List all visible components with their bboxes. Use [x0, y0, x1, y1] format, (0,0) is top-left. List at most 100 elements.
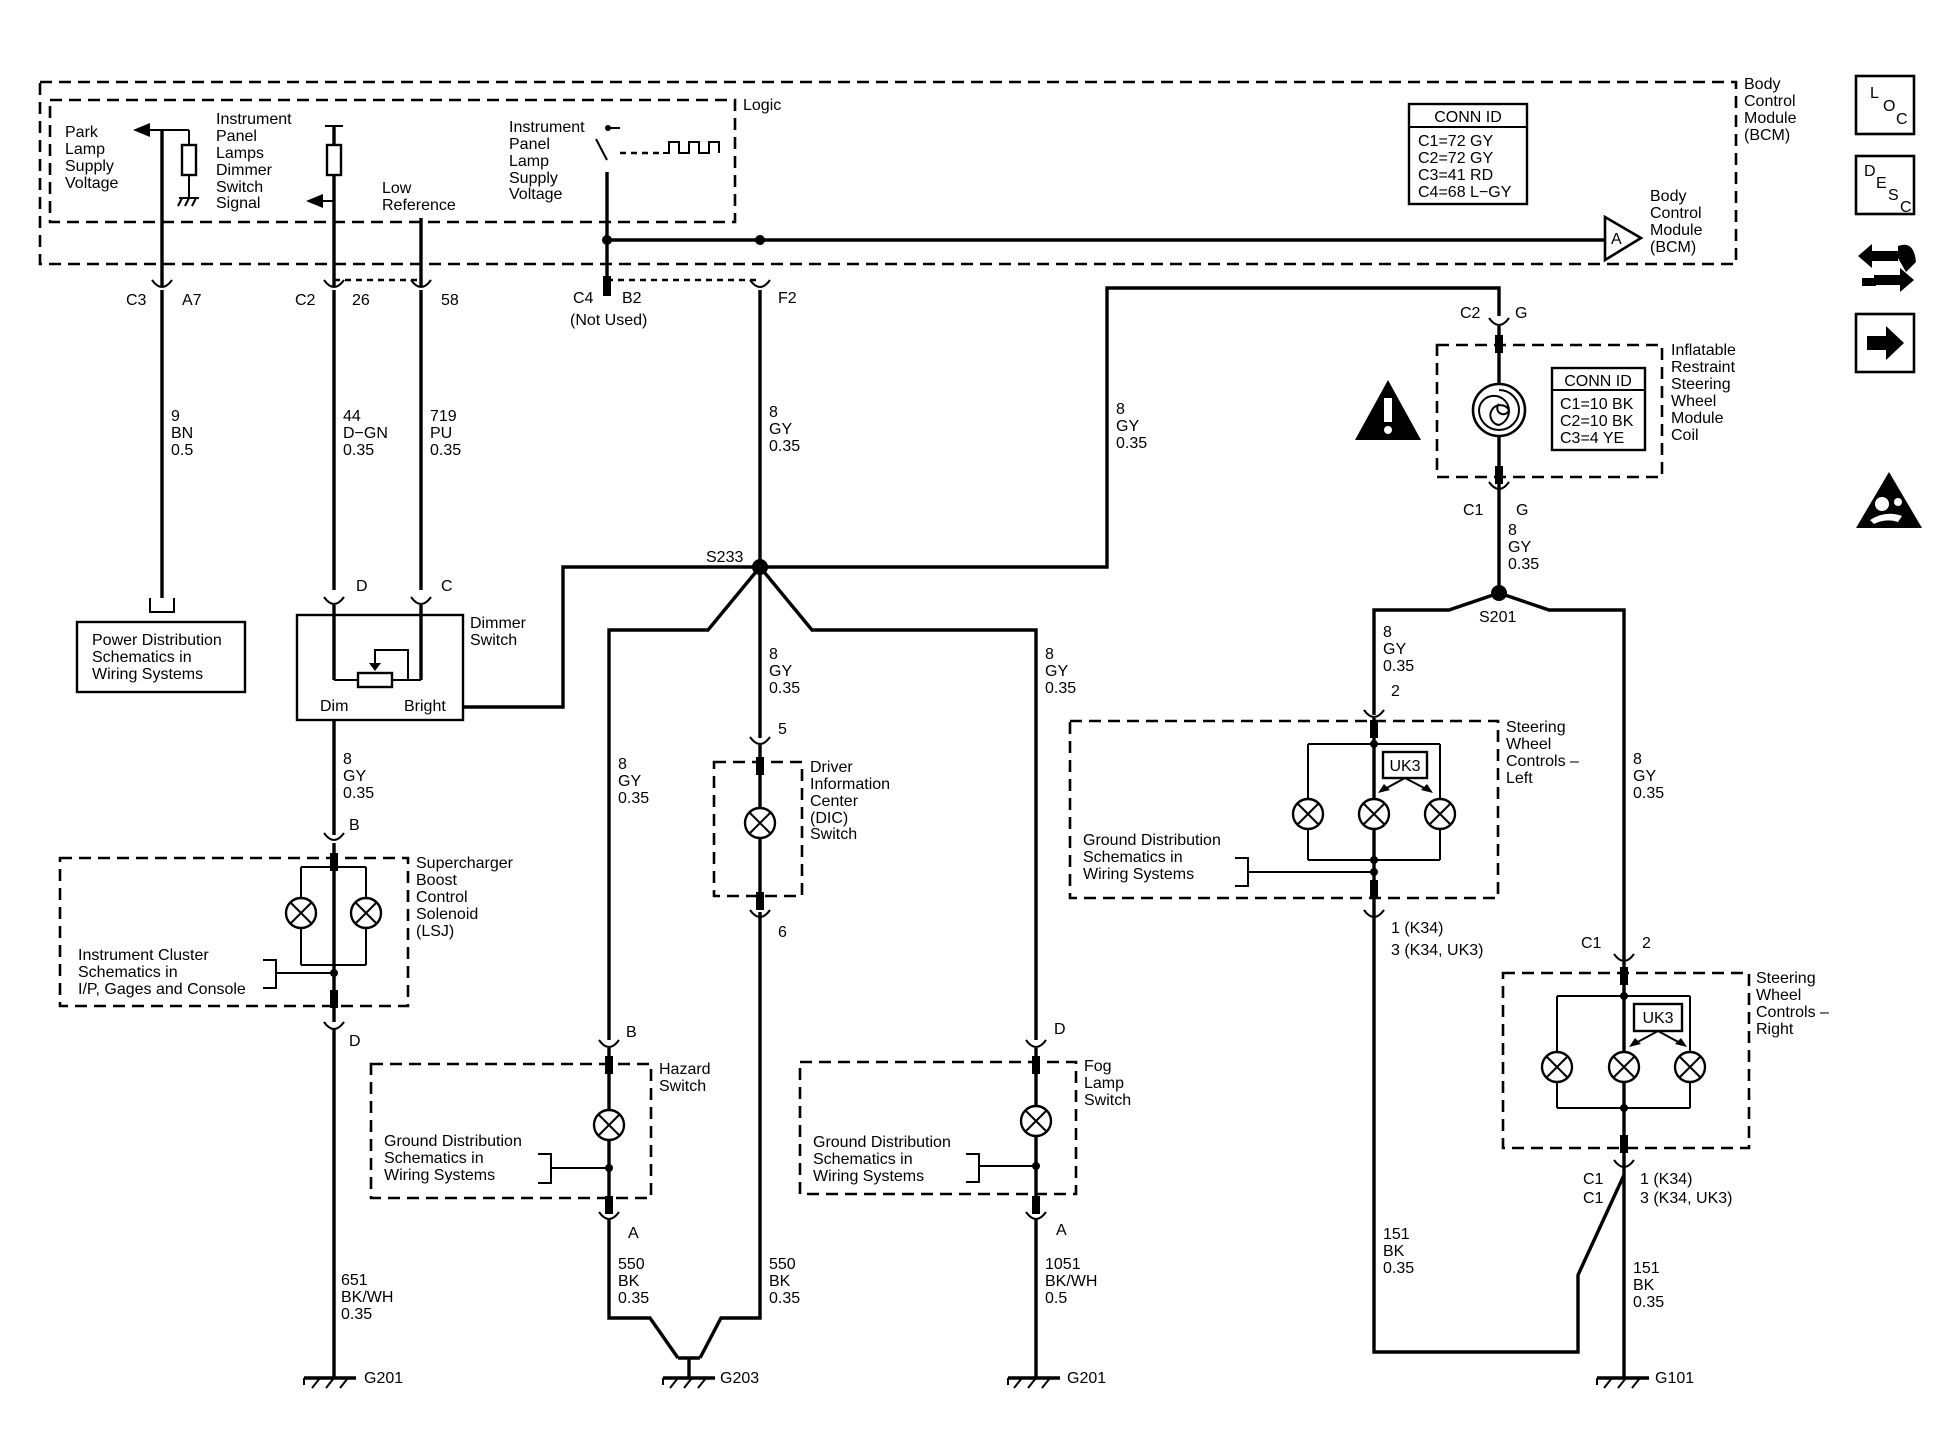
- ground-label-g203: G203: [720, 1370, 759, 1387]
- svg-text:C: C: [1900, 199, 1912, 216]
- dimmer-switch-name: Dimmer Switch: [470, 615, 530, 649]
- dimmer-switch: Dim Bright: [295, 596, 465, 722]
- svg-text:C1=10 BK: C1=10 BK: [1560, 396, 1634, 413]
- svg-text:D: D: [1864, 163, 1876, 180]
- power-distribution-reference: Power Distribution Schematics in Wiring …: [75, 598, 247, 694]
- svg-text:Schematics in: Schematics in: [1083, 849, 1183, 866]
- pin-hazard-a: A: [628, 1225, 639, 1242]
- airbag-warning-icon: [1856, 472, 1922, 528]
- pin-dimmer-c: C: [441, 578, 453, 595]
- pin-swl-1: 1 (K34): [1391, 920, 1443, 937]
- park-lamp-supply-label: Park Lamp Supply Voltage: [65, 124, 118, 192]
- body-control-module: Logic Body Control Module (BCM) CONN ID …: [38, 76, 1801, 266]
- svg-text:Bright: Bright: [404, 698, 446, 715]
- wire-550a-label: 550 BK 0.35: [618, 1256, 649, 1307]
- svg-text:O: O: [1883, 98, 1895, 115]
- svg-text:Schematics in: Schematics in: [813, 1151, 913, 1168]
- svg-text:C3=4 YE: C3=4 YE: [1560, 430, 1624, 447]
- logic-label: Logic: [743, 97, 781, 114]
- ground-label-g101: G101: [1655, 1370, 1694, 1387]
- svg-text:I/P, Gages and Console: I/P, Gages and Console: [78, 981, 246, 998]
- svg-text:Schematics in: Schematics in: [78, 964, 178, 981]
- supercharger-name: Supercharger Boost Control Solenoid (LSJ…: [416, 855, 517, 940]
- pin-swr-c1-c: C1: [1583, 1190, 1604, 1207]
- splice-s201: S201: [1479, 609, 1516, 626]
- pin-swr-c1-b: C1: [1583, 1171, 1604, 1188]
- swc-right-name: Steering Wheel Controls – Right: [1756, 970, 1833, 1038]
- low-reference-label: Low Reference: [382, 180, 456, 214]
- ip-lamp-supply-label: Instrument Panel Lamp Supply Voltage: [509, 119, 589, 203]
- ground-g201-right: [1007, 1376, 1060, 1389]
- svg-text:C4=68 L−GY: C4=68 L−GY: [1418, 184, 1512, 201]
- svg-text:A: A: [1611, 231, 1622, 248]
- ground-g201-left: [303, 1376, 356, 1389]
- ground-label-g201b: G201: [1067, 1370, 1106, 1387]
- dimmer-signal-label: Instrument Panel Lamps Dimmer Switch Sig…: [216, 111, 296, 212]
- svg-text:Ground Distribution: Ground Distribution: [1083, 832, 1221, 849]
- svg-text:Ground Distribution: Ground Distribution: [813, 1134, 951, 1151]
- svg-text:L: L: [1870, 85, 1879, 102]
- pin-swr-1: 1 (K34): [1640, 1171, 1692, 1188]
- wire-8-top-label: 8 GY 0.35: [1116, 401, 1147, 452]
- ground-label-g201a: G201: [364, 1370, 403, 1387]
- pin-swl-3: 3 (K34, UK3): [1391, 942, 1483, 959]
- pin-26: 26: [352, 292, 370, 309]
- bcm-connector-pins: [151, 276, 771, 296]
- wire-719-label: 719 PU 0.35: [430, 408, 461, 459]
- bcm-reference-arrow: A: [1603, 214, 1644, 263]
- conn-c3: C3: [126, 292, 147, 309]
- pin-swr-c1: C1: [1581, 935, 1602, 952]
- svg-text:Power Distribution: Power Distribution: [92, 632, 222, 649]
- svg-text:CONN ID: CONN ID: [1434, 109, 1502, 126]
- wire-550b-label: 550 BK 0.35: [769, 1256, 800, 1307]
- svg-text:Dim: Dim: [320, 698, 348, 715]
- steering-wheel-controls-right: UK3: [1501, 953, 1751, 1168]
- svg-text:Wiring Systems: Wiring Systems: [92, 666, 203, 683]
- svg-text:Wiring Systems: Wiring Systems: [1083, 866, 1194, 883]
- wire-runs: [160, 286, 1626, 1378]
- wire-9-label: 9 BN 0.5: [171, 408, 198, 459]
- svg-text:C2=10 BK: C2=10 BK: [1560, 413, 1634, 430]
- bcm-name: Body Control Module (BCM): [1744, 76, 1801, 144]
- svg-text:E: E: [1876, 175, 1887, 192]
- svg-text:C3=41 RD: C3=41 RD: [1418, 167, 1493, 184]
- swc-left-name: Steering Wheel Controls – Left: [1506, 719, 1583, 787]
- svg-text:Ground Distribution: Ground Distribution: [384, 1133, 522, 1150]
- pin-dic-5: 5: [778, 721, 787, 738]
- svg-text:Wiring Systems: Wiring Systems: [384, 1167, 495, 1184]
- pin-sc-b: B: [349, 817, 360, 834]
- wire-8-dic-label: 8 GY 0.35: [769, 646, 800, 697]
- svg-text:C1=72 GY: C1=72 GY: [1418, 133, 1493, 150]
- wire-8-fog-label: 8 GY 0.35: [1045, 646, 1076, 697]
- wire-8-coil-label: 8 GY 0.35: [1508, 522, 1539, 573]
- conn-c4: C4: [573, 290, 594, 307]
- pin-58: 58: [441, 292, 459, 309]
- bcm-internal-circuit: [133, 123, 1605, 292]
- supercharger-solenoid: Instrument Cluster Schematics in I/P, Ga…: [58, 832, 410, 1030]
- pin-dimmer-d: D: [356, 578, 368, 595]
- splice-s233: S233: [706, 549, 743, 566]
- caution-icon: [1355, 380, 1421, 440]
- description-icon[interactable]: D E S C: [1854, 154, 1916, 216]
- coil-name: Inflatable Restraint Steering Wheel Modu…: [1671, 342, 1740, 444]
- wire-8-sc-label: 8 GY 0.35: [343, 751, 374, 802]
- pin-swr-2: 2: [1642, 935, 1651, 952]
- location-icon[interactable]: L O C: [1854, 74, 1916, 136]
- ground-g101: [1596, 1376, 1649, 1389]
- ground-g203: [662, 1356, 715, 1389]
- wire-44-label: 44 D−GN 0.35: [343, 408, 392, 459]
- pin-coil-c1: C1: [1463, 502, 1484, 519]
- steering-wheel-controls-left: UK3 Ground Distribution Schematics in Wi…: [1068, 709, 1500, 918]
- pin-sc-d: D: [349, 1033, 361, 1050]
- not-used-label: (Not Used): [570, 312, 647, 329]
- pin-swl-2: 2: [1391, 683, 1400, 700]
- svg-text:UK3: UK3: [1642, 1010, 1673, 1027]
- dic-switch: [712, 736, 804, 918]
- next-page-icon[interactable]: [1854, 312, 1916, 374]
- bcm-conn-id-box: CONN ID C1=72 GY C2=72 GY C3=41 RD C4=68…: [1407, 102, 1529, 206]
- pin-b2: B2: [622, 290, 642, 307]
- connector-icon[interactable]: [1858, 244, 1916, 292]
- wire-1051-label: 1051 BK/WH 0.5: [1045, 1256, 1102, 1307]
- svg-text:C2=72 GY: C2=72 GY: [1418, 150, 1493, 167]
- pin-hazard-b: B: [626, 1024, 637, 1041]
